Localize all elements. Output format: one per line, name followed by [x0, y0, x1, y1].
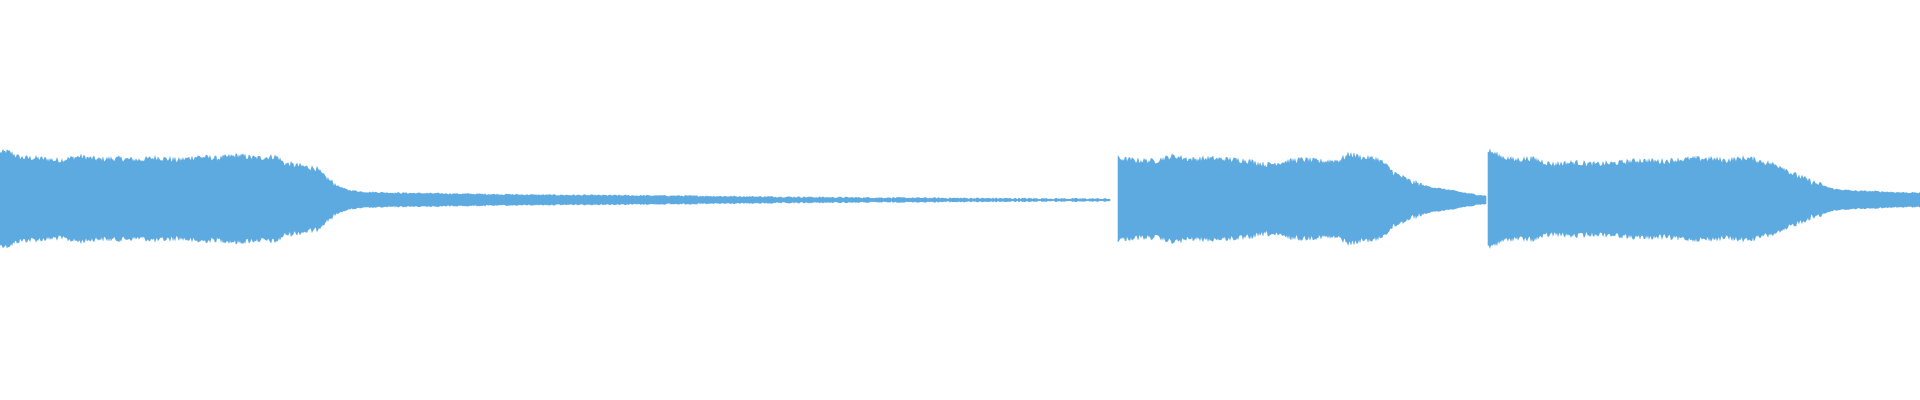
waveform-clip-3 — [1487, 148, 1920, 249]
waveform-clip-2 — [1117, 151, 1487, 247]
waveform-clip-1 — [0, 149, 396, 249]
waveform-clip-1-tail — [394, 191, 1111, 208]
